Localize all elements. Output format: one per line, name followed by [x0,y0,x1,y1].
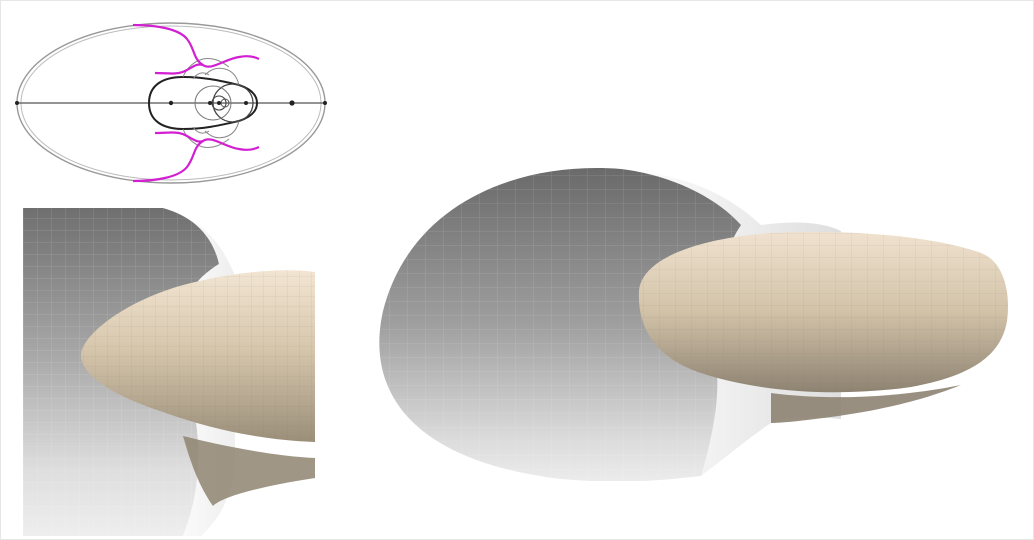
surface-closeup-render [23,208,315,536]
inner-ring [212,83,254,123]
cross-section-schematic [15,22,327,184]
surface-3d-render [379,168,1008,481]
highlight-curves [132,23,260,183]
tan-band-lower [183,436,315,506]
tan-band-lower [771,385,961,423]
inner-ring-2 [194,85,232,121]
axis-points [15,100,327,106]
